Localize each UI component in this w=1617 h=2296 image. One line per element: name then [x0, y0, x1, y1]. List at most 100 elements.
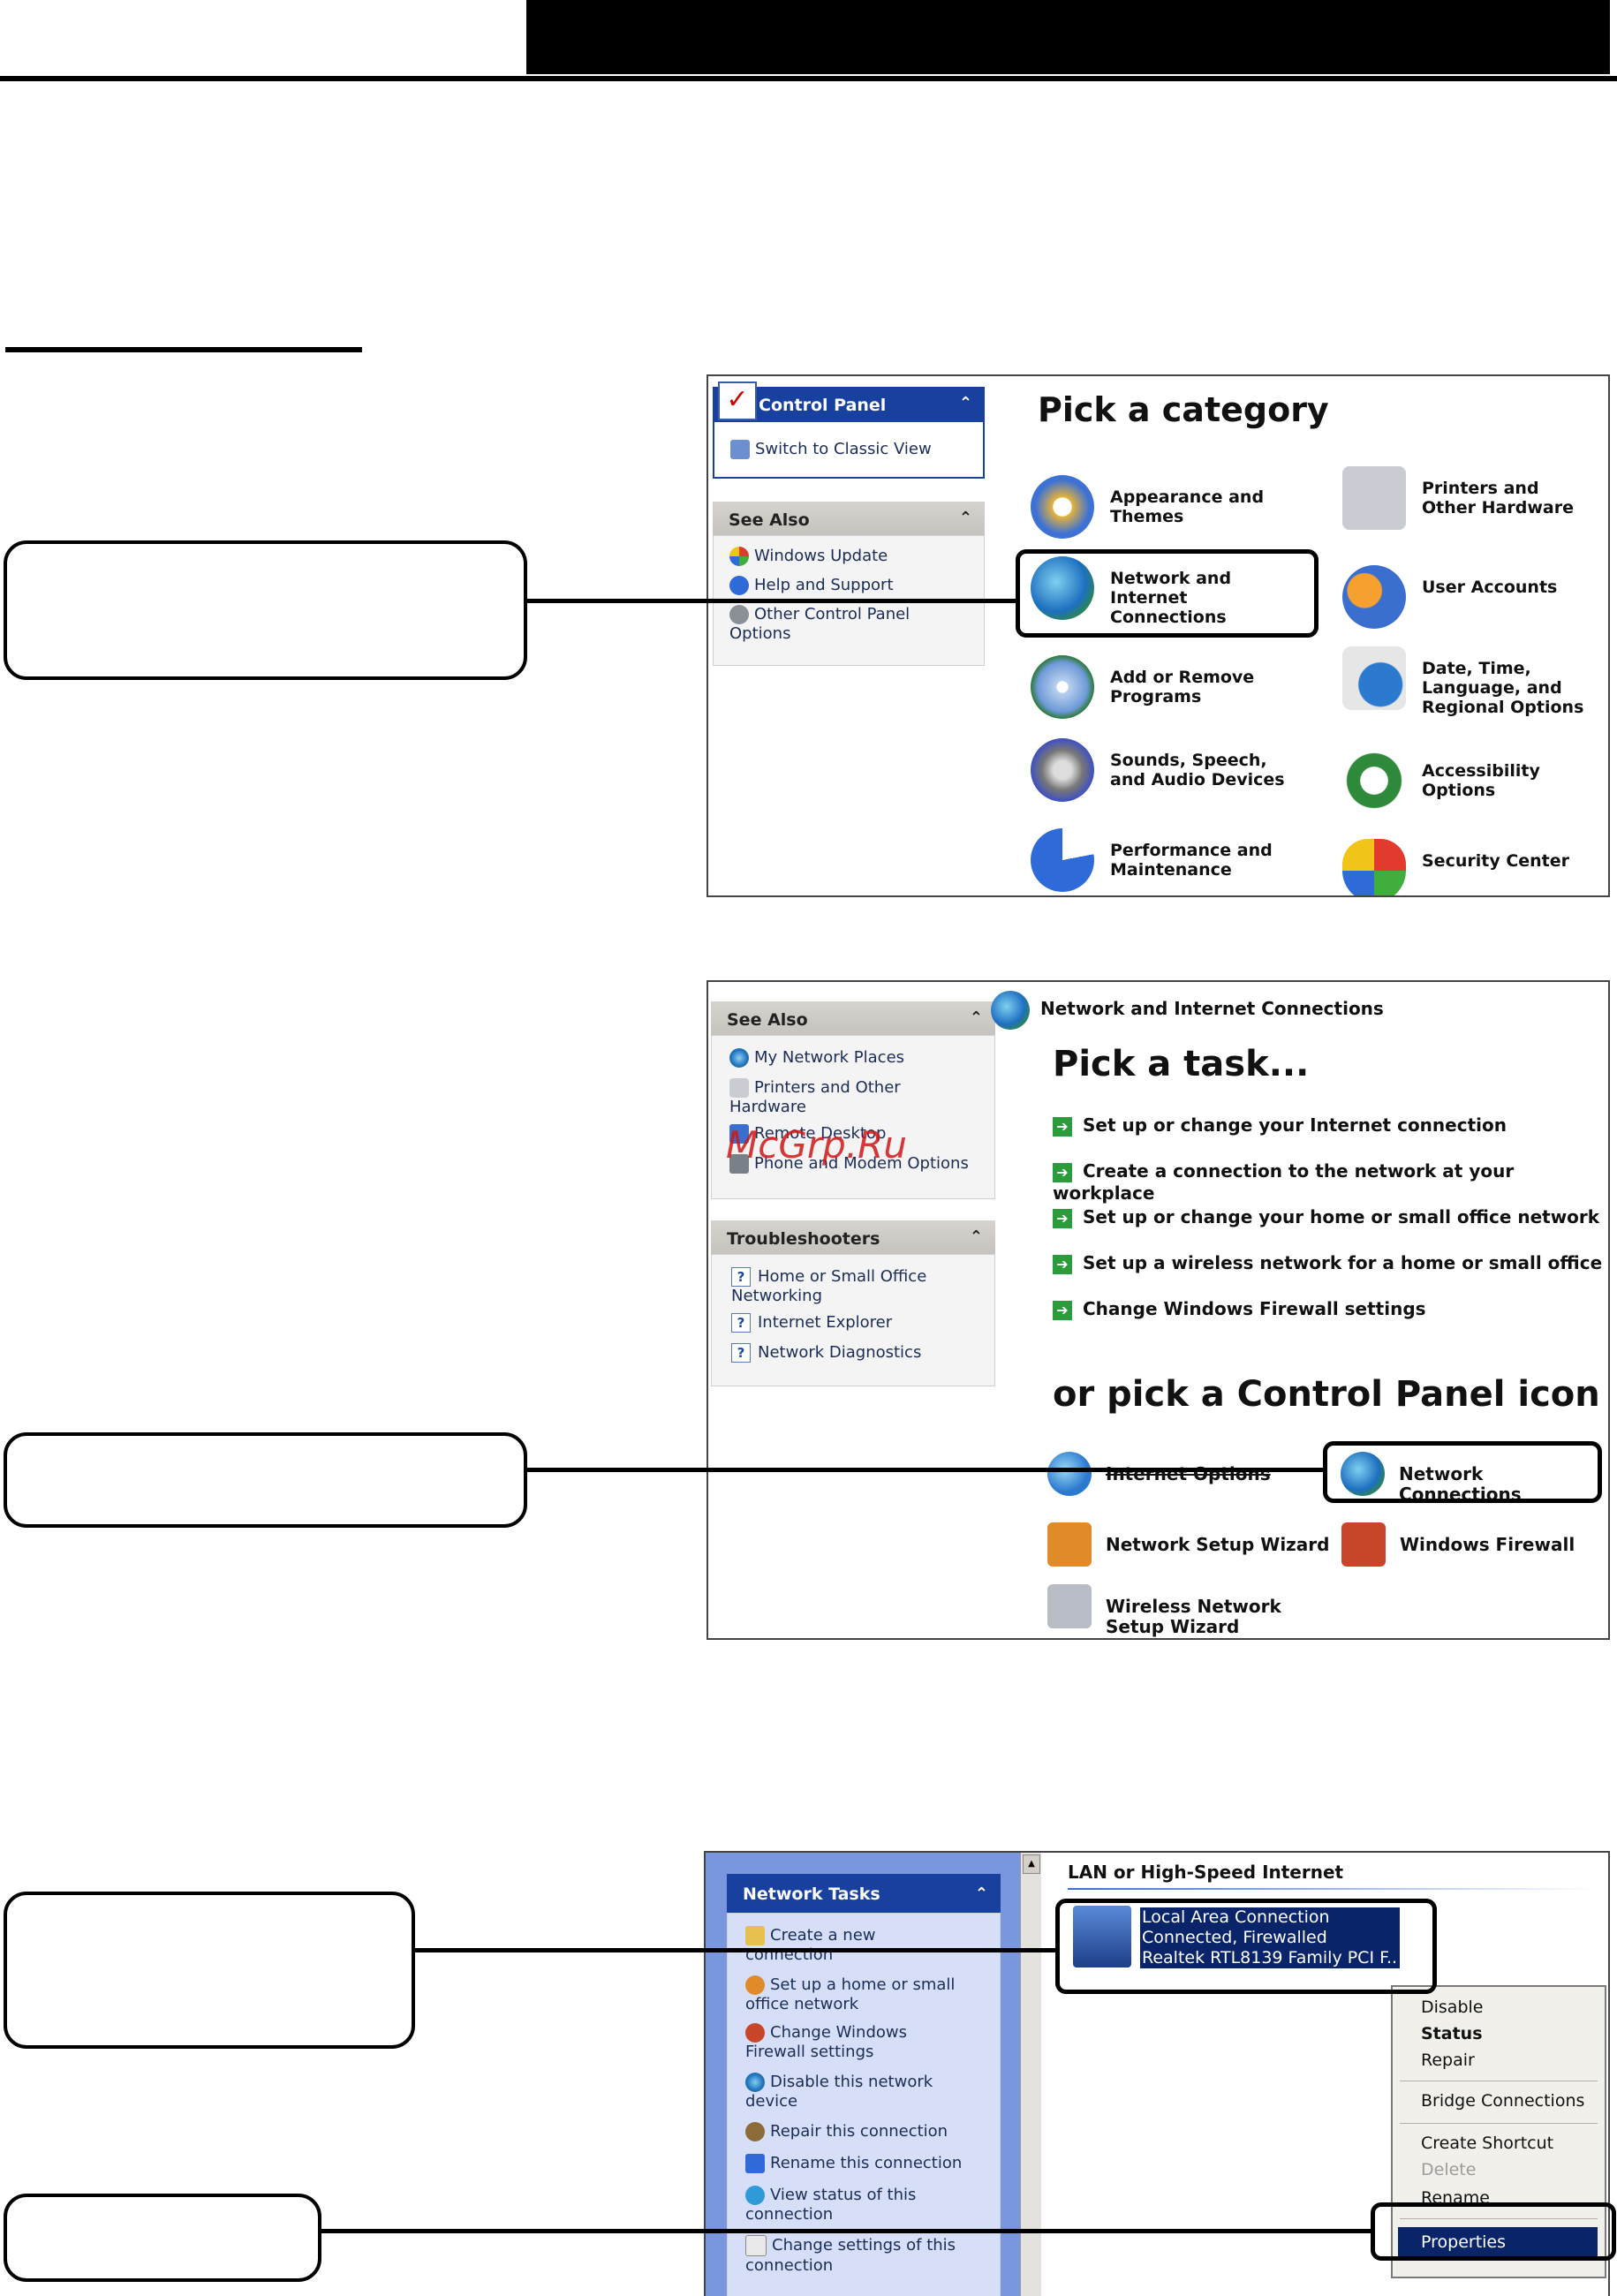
category-date-time[interactable]: Date, Time, Language, and Regional Optio… — [1342, 646, 1608, 717]
task-wireless-network[interactable]: ➔Set up a wireless network for a home or… — [1053, 1252, 1602, 1274]
see-also-panel: See Also⌃ Windows Update Help and Suppor… — [713, 502, 985, 666]
category-accessibility[interactable]: Accessibility Options — [1342, 749, 1607, 812]
task-firewall-settings[interactable]: ➔Change Windows Firewall settings — [1053, 1298, 1426, 1320]
connector-line — [412, 1948, 1058, 1952]
category-add-remove[interactable]: Add or Remove Programs — [1031, 655, 1331, 719]
see-also-header[interactable]: See Also⌃ — [713, 502, 985, 535]
firewall-icon — [745, 2023, 765, 2043]
icon-wireless-setup-wizard[interactable]: Wireless Network Setup Wizard — [1047, 1584, 1326, 1637]
printers-hardware-link[interactable]: Printers and Other Hardware — [729, 1078, 901, 1116]
task-internet-connection[interactable]: ➔Set up or change your Internet connecti… — [1053, 1114, 1507, 1137]
pie-chart-icon — [1031, 828, 1094, 892]
windows-update-link[interactable]: Windows Update — [729, 547, 888, 566]
task-repair-connection[interactable]: Repair this connection — [745, 2122, 966, 2141]
task-home-network[interactable]: ➔Set up or change your home or small off… — [1053, 1206, 1599, 1228]
shield-icon — [1342, 839, 1406, 895]
task-view-status[interactable]: View status of this connection — [745, 2186, 917, 2224]
status-icon — [745, 2186, 765, 2205]
icon-network-setup-wizard[interactable]: Network Setup Wizard — [1047, 1522, 1330, 1567]
category-appearance[interactable]: Appearance and Themes — [1031, 475, 1322, 539]
network-places-icon — [729, 1048, 749, 1068]
task-create-connection[interactable]: Create a new connection — [745, 1926, 876, 1964]
header-rule — [0, 76, 1617, 81]
task-change-settings[interactable]: Change settings of this connection — [745, 2235, 956, 2275]
home-office-troubleshooter-link[interactable]: ?Home or Small Office Networking — [731, 1267, 927, 1305]
collapse-icon[interactable]: ⌃ — [958, 394, 972, 412]
icon-windows-firewall[interactable]: Windows Firewall — [1341, 1522, 1575, 1567]
collapse-icon[interactable]: ⌃ — [969, 1227, 983, 1246]
task-firewall[interactable]: Change Windows Firewall settings — [745, 2023, 907, 2061]
control-panel-icon: ✓ — [718, 381, 757, 420]
rename-icon — [745, 2154, 765, 2173]
switch-view-icon — [730, 440, 750, 459]
connector-line — [524, 1468, 1326, 1472]
control-panel-header[interactable]: ✓ Control Panel ⌃ — [713, 381, 985, 420]
category-printers[interactable]: Printers and Other Hardware — [1342, 466, 1598, 530]
menu-repair[interactable]: Repair — [1421, 2051, 1475, 2070]
collapse-icon[interactable]: ⌃ — [974, 1884, 988, 1903]
category-network-internet[interactable]: Network and Internet Connections — [1031, 556, 1304, 627]
arrow-icon: ➔ — [1053, 1162, 1072, 1182]
arrow-icon: ➔ — [1053, 1254, 1072, 1274]
remote-desktop-link[interactable]: Remote Desktop — [729, 1124, 886, 1144]
highlight-network-connections — [1323, 1441, 1602, 1503]
network-diagnostics-link[interactable]: ?Network Diagnostics — [731, 1343, 921, 1363]
connector-line — [318, 2229, 1373, 2233]
settings-icon — [745, 2235, 767, 2256]
category-performance[interactable]: Performance and Maintenance — [1031, 828, 1304, 892]
arrow-icon: ➔ — [1053, 1300, 1072, 1320]
accessibility-icon — [1342, 749, 1406, 812]
cd-box-icon — [1031, 655, 1094, 719]
task-home-network[interactable]: Set up a home or small office network — [745, 1975, 956, 2013]
menu-disable[interactable]: Disable — [1421, 1998, 1484, 2017]
vertical-scrollbar[interactable]: ▲ — [1020, 1853, 1043, 2296]
printer-icon — [1342, 466, 1406, 530]
collapse-icon[interactable]: ⌃ — [969, 1008, 983, 1027]
menu-bridge-connections[interactable]: Bridge Connections — [1421, 2091, 1585, 2111]
group-title: LAN or High-Speed Internet — [1068, 1862, 1344, 1883]
menu-delete: Delete — [1421, 2160, 1477, 2179]
context-menu: Disable Status Repair Bridge Connections… — [1391, 1985, 1606, 2278]
scroll-up-arrow[interactable]: ▲ — [1023, 1854, 1040, 1874]
network-internet-header: Network and Internet Connections — [991, 991, 1384, 1030]
menu-separator — [1400, 2218, 1598, 2219]
task-disable-device[interactable]: Disable this network device — [745, 2073, 933, 2111]
highlight-network-internet — [1016, 549, 1319, 638]
calendar-globe-icon — [1342, 646, 1406, 710]
category-security-center[interactable]: Security Center — [1342, 839, 1598, 895]
network-connections-icon — [1341, 1452, 1385, 1496]
internet-options-icon — [1047, 1452, 1092, 1496]
highlight-properties — [1371, 2202, 1616, 2261]
phone-modem-link[interactable]: Phone and Modem Options — [729, 1154, 969, 1174]
help-icon — [729, 576, 749, 595]
troubleshooters-header[interactable]: Troubleshooters⌃ — [711, 1220, 995, 1254]
control-panel-box: ✓ Control Panel ⌃ Switch to Classic View — [713, 381, 985, 479]
network-tasks-header[interactable]: Network Tasks⌃ — [727, 1874, 1001, 1913]
gear-icon — [729, 605, 749, 624]
my-network-places-link[interactable]: My Network Places — [729, 1048, 904, 1068]
remote-desktop-icon — [729, 1124, 749, 1144]
menu-status[interactable]: Status — [1421, 2024, 1483, 2043]
highlight-local-area-connection — [1055, 1899, 1437, 1994]
pick-task-title: Pick a task... — [1053, 1044, 1310, 1084]
header-bar — [526, 0, 1610, 74]
category-user-accounts[interactable]: User Accounts — [1342, 565, 1598, 629]
arrow-icon: ➔ — [1053, 1116, 1072, 1137]
menu-properties[interactable]: Properties — [1398, 2227, 1598, 2257]
task-workplace-connection[interactable]: ➔Create a connection to the network at y… — [1053, 1160, 1515, 1204]
see-also-header[interactable]: See Also⌃ — [711, 1001, 995, 1035]
switch-classic-view-link[interactable]: Switch to Classic View — [730, 440, 932, 459]
help-support-link[interactable]: Help and Support — [729, 576, 894, 595]
callout-box — [4, 2194, 321, 2282]
local-area-connection[interactable]: Local Area Connection Connected, Firewal… — [1073, 1902, 1409, 1973]
menu-create-shortcut[interactable]: Create Shortcut — [1421, 2134, 1554, 2153]
collapse-icon[interactable]: ⌃ — [958, 509, 972, 527]
other-options-link[interactable]: Other Control Panel Options — [729, 605, 911, 643]
task-rename-connection[interactable]: Rename this connection — [745, 2154, 975, 2173]
category-sounds[interactable]: Sounds, Speech, and Audio Devices — [1031, 738, 1304, 802]
speaker-icon — [1031, 738, 1094, 802]
callout-box — [4, 540, 527, 680]
group-divider — [1068, 1888, 1598, 1890]
network-globe-icon — [1031, 556, 1094, 620]
internet-explorer-troubleshooter-link[interactable]: ?Internet Explorer — [731, 1313, 892, 1333]
